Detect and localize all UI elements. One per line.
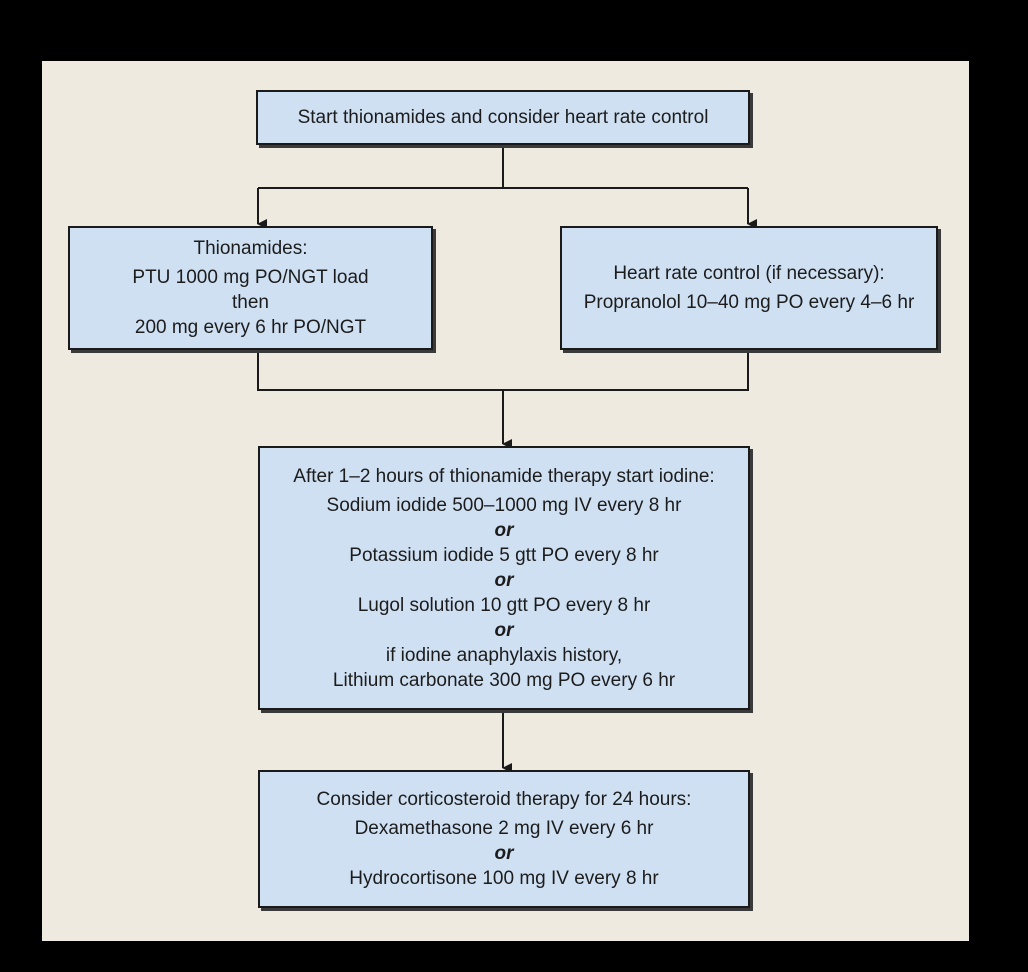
- heart-rate-line: Propranolol 10–40 mg PO every 4–6 hr: [583, 292, 915, 313]
- iodine-title: After 1–2 hours of thionamide therapy st…: [293, 465, 715, 487]
- thionamides-line: then: [232, 292, 269, 313]
- or-label: or: [494, 843, 514, 864]
- thionamides-line: PTU 1000 mg PO/NGT load: [132, 267, 369, 288]
- or-label: or: [494, 619, 514, 641]
- heart-rate-title: Heart rate control (if necessary):: [613, 263, 885, 284]
- iodine-option: if iodine anaphylaxis history,: [385, 644, 623, 666]
- connector-merge-bar: [257, 350, 749, 391]
- steroid-title: Consider corticosteroid therapy for 24 h…: [316, 789, 692, 810]
- iodine-option: Lithium carbonate 300 mg PO every 6 hr: [332, 669, 676, 691]
- steroid-option: Hydrocortisone 100 mg IV every 8 hr: [349, 868, 659, 889]
- start-label: Start thionamides and consider heart rat…: [297, 107, 709, 128]
- thionamides-title: Thionamides:: [193, 238, 308, 259]
- thionamides-line: 200 mg every 6 hr PO/NGT: [134, 317, 367, 338]
- iodine-box: After 1–2 hours of thionamide therapy st…: [258, 446, 750, 710]
- iodine-option: Lugol solution 10 gtt PO every 8 hr: [357, 594, 651, 616]
- steroid-option: Dexamethasone 2 mg IV every 6 hr: [354, 818, 654, 839]
- start-box: Start thionamides and consider heart rat…: [256, 90, 750, 145]
- thionamides-box: Thionamides: PTU 1000 mg PO/NGT load the…: [68, 226, 433, 350]
- heart-rate-box: Heart rate control (if necessary): Propr…: [560, 226, 938, 350]
- steroid-box: Consider corticosteroid therapy for 24 h…: [258, 770, 750, 908]
- or-label: or: [494, 569, 514, 591]
- iodine-option: Sodium iodide 500–1000 mg IV every 8 hr: [326, 494, 682, 516]
- or-label: or: [494, 519, 514, 541]
- iodine-option: Potassium iodide 5 gtt PO every 8 hr: [349, 544, 659, 566]
